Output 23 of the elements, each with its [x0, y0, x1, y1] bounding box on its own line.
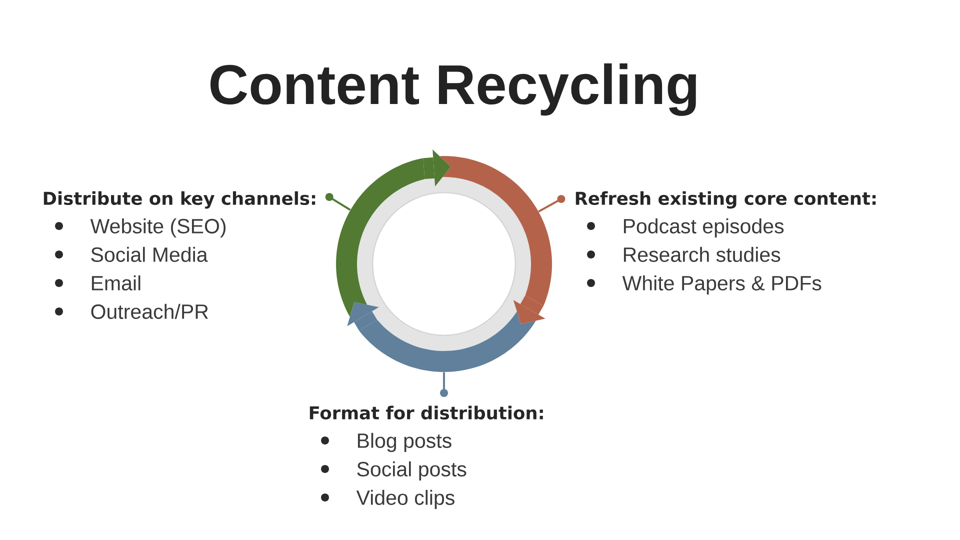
- list-item: Email: [92, 275, 140, 290]
- arrowhead: [513, 295, 546, 324]
- leader-line: [440, 372, 448, 398]
- leader-line: [538, 195, 566, 212]
- list-item: White Papers & PDFs: [622, 275, 822, 295]
- list-item: Video clips: [356, 490, 454, 510]
- list-item: Podcast episodes: [624, 218, 784, 238]
- title: Content Recycling: [210, 63, 696, 116]
- list-item: Blog posts: [358, 432, 452, 452]
- list-item: Research studies: [624, 246, 780, 262]
- list-item: Outreach/PR: [91, 304, 208, 319]
- leader-line: [325, 193, 351, 211]
- list-item: Social posts: [357, 461, 466, 481]
- heading: Refresh existing core content:: [576, 191, 876, 209]
- heading: Format for distribution:: [310, 406, 543, 420]
- ring-segment: [336, 158, 425, 317]
- list-item: Website (SEO): [90, 218, 226, 238]
- heading: Distribute on key channels:: [44, 191, 316, 209]
- ring-segment: [359, 311, 536, 372]
- list-item: Social Media: [91, 246, 208, 262]
- arrowhead: [347, 302, 379, 331]
- arrowhead: [423, 149, 451, 186]
- ring-segment: [440, 156, 552, 306]
